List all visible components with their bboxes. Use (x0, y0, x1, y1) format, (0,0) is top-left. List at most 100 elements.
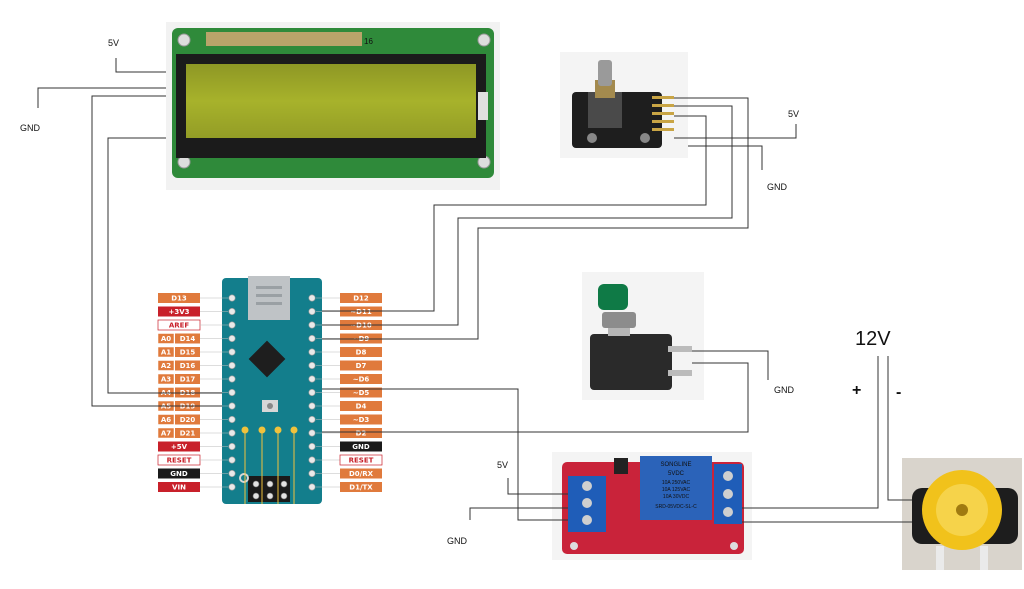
arduino-hole (239, 473, 249, 483)
relay-module: SONGLINE 5VDC 10A 250VAC 10A 125VAC 10A … (552, 452, 752, 560)
pin-alt-bg (157, 346, 175, 358)
pin-name-label: D20 (180, 416, 196, 424)
encoder-pin (652, 128, 674, 131)
encoder-hole (640, 133, 650, 143)
pin-bg (340, 387, 382, 398)
pin-alt-bg (157, 427, 175, 439)
pin-bg (175, 333, 200, 344)
right-pin-header: D12~D11~D10~D9D8D7~D6~D5D4~D3D2GNDRESETD… (308, 293, 383, 492)
pin-label-left: D13 (158, 293, 236, 303)
pin-alt-label: A0 (161, 335, 171, 343)
pin-name-label: D0/RX (349, 470, 374, 478)
pin-alt-bg (157, 414, 175, 425)
pin-bg (339, 454, 383, 466)
wire-button-d2 (322, 362, 749, 433)
pin-bg (175, 428, 200, 438)
icsp-pin (252, 480, 260, 488)
button-gnd-label: GND (774, 385, 795, 395)
pin-pad (308, 442, 316, 450)
pin-pad (308, 321, 316, 329)
pin-bg (340, 360, 382, 371)
pin-bg (340, 347, 382, 357)
pin-pad (228, 442, 236, 450)
pin-label-left: +3V3 (158, 306, 236, 317)
pin-name-label: D2 (356, 430, 367, 438)
wire-encoder-dt (322, 105, 733, 326)
pin-name-label: +5V (171, 443, 188, 451)
pump-tube (980, 546, 988, 570)
pin-name-label: D15 (180, 349, 196, 357)
pin-label-right: GND (308, 441, 382, 452)
button-terminal (668, 346, 692, 352)
supply-plus-label: + (852, 382, 861, 399)
reset-button-cap (267, 403, 273, 409)
pin-label-left: VIN (158, 482, 236, 492)
pin-pad (228, 307, 236, 315)
pin-pad (308, 483, 316, 491)
pin-bg (175, 374, 200, 384)
rotary-encoder (560, 52, 688, 158)
pin-name-label: D12 (353, 295, 369, 303)
pin-name-label: RESET (349, 457, 374, 465)
pin-bg (158, 293, 200, 303)
relay-rating: 5VDC (668, 471, 685, 477)
pin-pad (228, 483, 236, 491)
pin-alt-label: A1 (161, 349, 171, 357)
icsp-marker (241, 426, 249, 434)
terminal-screw (723, 489, 733, 499)
pin-bg (175, 360, 200, 371)
pin-name-label: D21 (180, 430, 196, 438)
button-body (590, 334, 672, 390)
pin-pad (308, 469, 316, 477)
lcd-gnd-label: GND (20, 123, 41, 133)
pin-pad (308, 307, 316, 315)
pin-name-label: GND (352, 443, 370, 451)
pin-name-label: D17 (180, 376, 196, 384)
pin-pad (308, 456, 316, 464)
icsp-pin (280, 492, 288, 500)
pin-bg (340, 468, 382, 479)
wire-lcd-5v (115, 58, 166, 73)
button-cap (598, 284, 628, 310)
lcd-backlight-tab (478, 92, 488, 120)
pin-name-label: D13 (171, 295, 187, 303)
pin-pad (228, 348, 236, 356)
button-thread (602, 312, 636, 328)
wire-relay-gnd (469, 507, 568, 520)
pin-alt-bg (157, 373, 175, 385)
relay-model: SRD-05VDC-SL-C (655, 504, 697, 510)
wire-button-gnd (692, 350, 769, 380)
encoder-5v-label: 5V (788, 109, 799, 119)
wire-encoder-clk (322, 115, 707, 312)
lcd-module: 16 (166, 22, 500, 190)
pin-bg (158, 306, 200, 317)
pin-bg (340, 414, 382, 425)
lcd-pin-marker: 16 (364, 37, 373, 46)
icsp-pin (252, 492, 260, 500)
pin-name-label: ~D11 (350, 308, 372, 316)
terminal-screw (582, 498, 592, 508)
peristaltic-pump (902, 458, 1022, 570)
pin-bg (340, 293, 382, 303)
pin-pad (308, 294, 316, 302)
icsp-marker (290, 426, 298, 434)
relay-coil (640, 456, 712, 520)
button-nut (608, 326, 630, 336)
lcd-header-pins (206, 32, 362, 46)
relay-mount-hole (730, 542, 738, 550)
pin-label-right: D1/TX (308, 482, 382, 492)
pump-tube (936, 546, 944, 570)
pin-name-label: ~D6 (353, 376, 370, 384)
relay-mount-hole (570, 542, 578, 550)
pin-label-right: D2 (308, 428, 382, 438)
wire-encoder-5v (674, 124, 797, 139)
supply-minus-label: - (896, 384, 901, 401)
pin-pad (228, 361, 236, 369)
lcd-screen-shade (186, 64, 476, 138)
wire-lcd-gnd (37, 87, 166, 108)
push-button (582, 272, 704, 400)
